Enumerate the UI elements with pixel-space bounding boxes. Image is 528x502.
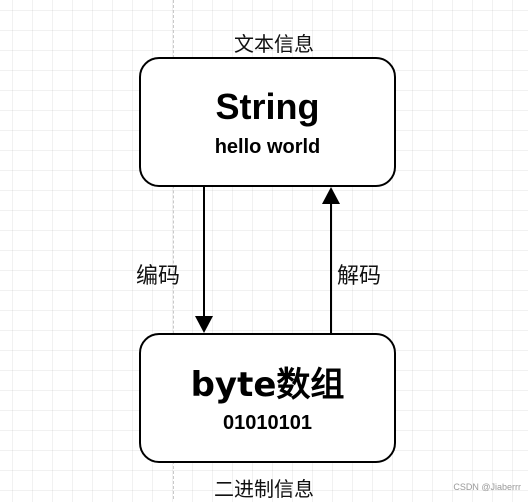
decode-arrow[interactable] [322, 187, 340, 333]
string-node-value: hello world [214, 136, 321, 158]
byte-array-node-title: byte数组 [190, 365, 345, 405]
decode-label: 解码 [337, 264, 382, 289]
byte-array-node-value: 01010101 [223, 412, 312, 434]
binary-info-label: 二进制信息 [214, 477, 314, 501]
csdn-watermark: CSDN @Jiaberrr [453, 482, 521, 492]
string-node-title: String [215, 86, 320, 127]
dashed-guide-line [173, 0, 174, 499]
text-info-label: 文本信息 [234, 32, 314, 56]
encode-label: 编码 [136, 264, 181, 289]
string-node[interactable]: String hello world [139, 57, 396, 187]
byte-array-node[interactable]: byte数组 01010101 [139, 333, 396, 463]
encode-arrow[interactable] [195, 187, 213, 333]
